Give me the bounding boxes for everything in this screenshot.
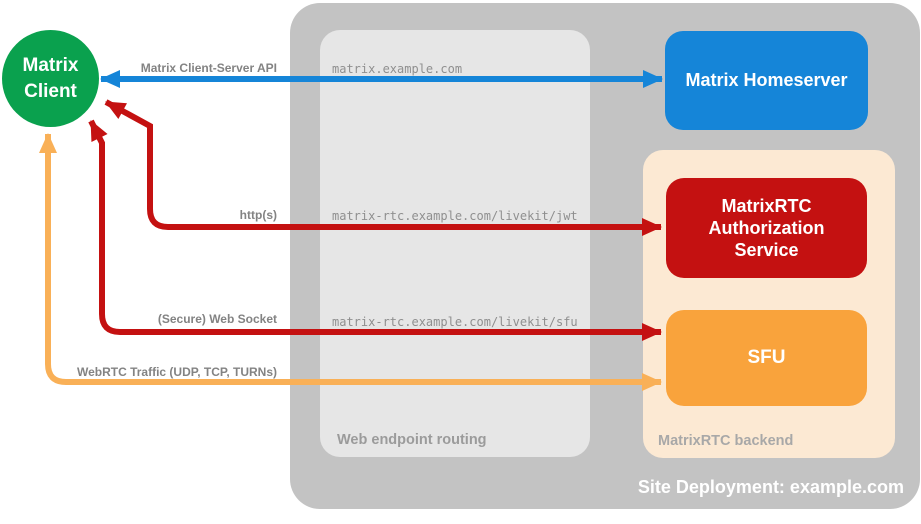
websocket-arrow-label: (Secure) Web Socket [157, 312, 277, 326]
matrix-client-node: Matrix Client [2, 30, 99, 127]
matrix-homeserver-node: Matrix Homeserver [665, 31, 868, 130]
client-server-api-arrow-label: Matrix Client-Server API [140, 61, 277, 75]
sfu-label: SFU [747, 347, 786, 368]
webrtc-traffic-arrow-label: WebRTC Traffic (UDP, TCP, TURNs) [76, 365, 277, 379]
matrixrtc-authorization-service-label: MatrixRTC Authorization Service [708, 196, 825, 260]
web-endpoint-routing-box: Web endpoint routing [320, 30, 590, 457]
https-arrow-label: http(s) [239, 208, 277, 222]
matrixrtc-backend-label: MatrixRTC backend [658, 433, 794, 449]
web-endpoint-routing-label: Web endpoint routing [337, 432, 487, 448]
sfu-node: SFU [666, 310, 867, 406]
endpoint-livekit-sfu: matrix-rtc.example.com/livekit/sfu [332, 315, 578, 329]
matrixrtc-authorization-service-node: MatrixRTC Authorization Service [666, 178, 867, 278]
matrix-homeserver-label: Matrix Homeserver [685, 70, 848, 90]
site-deployment-label: Site Deployment: example.com [637, 477, 904, 497]
matrix-client-label: Matrix Client [22, 54, 79, 102]
endpoint-matrix-example-com: matrix.example.com [332, 62, 463, 76]
endpoint-livekit-jwt: matrix-rtc.example.com/livekit/jwt [332, 209, 578, 223]
